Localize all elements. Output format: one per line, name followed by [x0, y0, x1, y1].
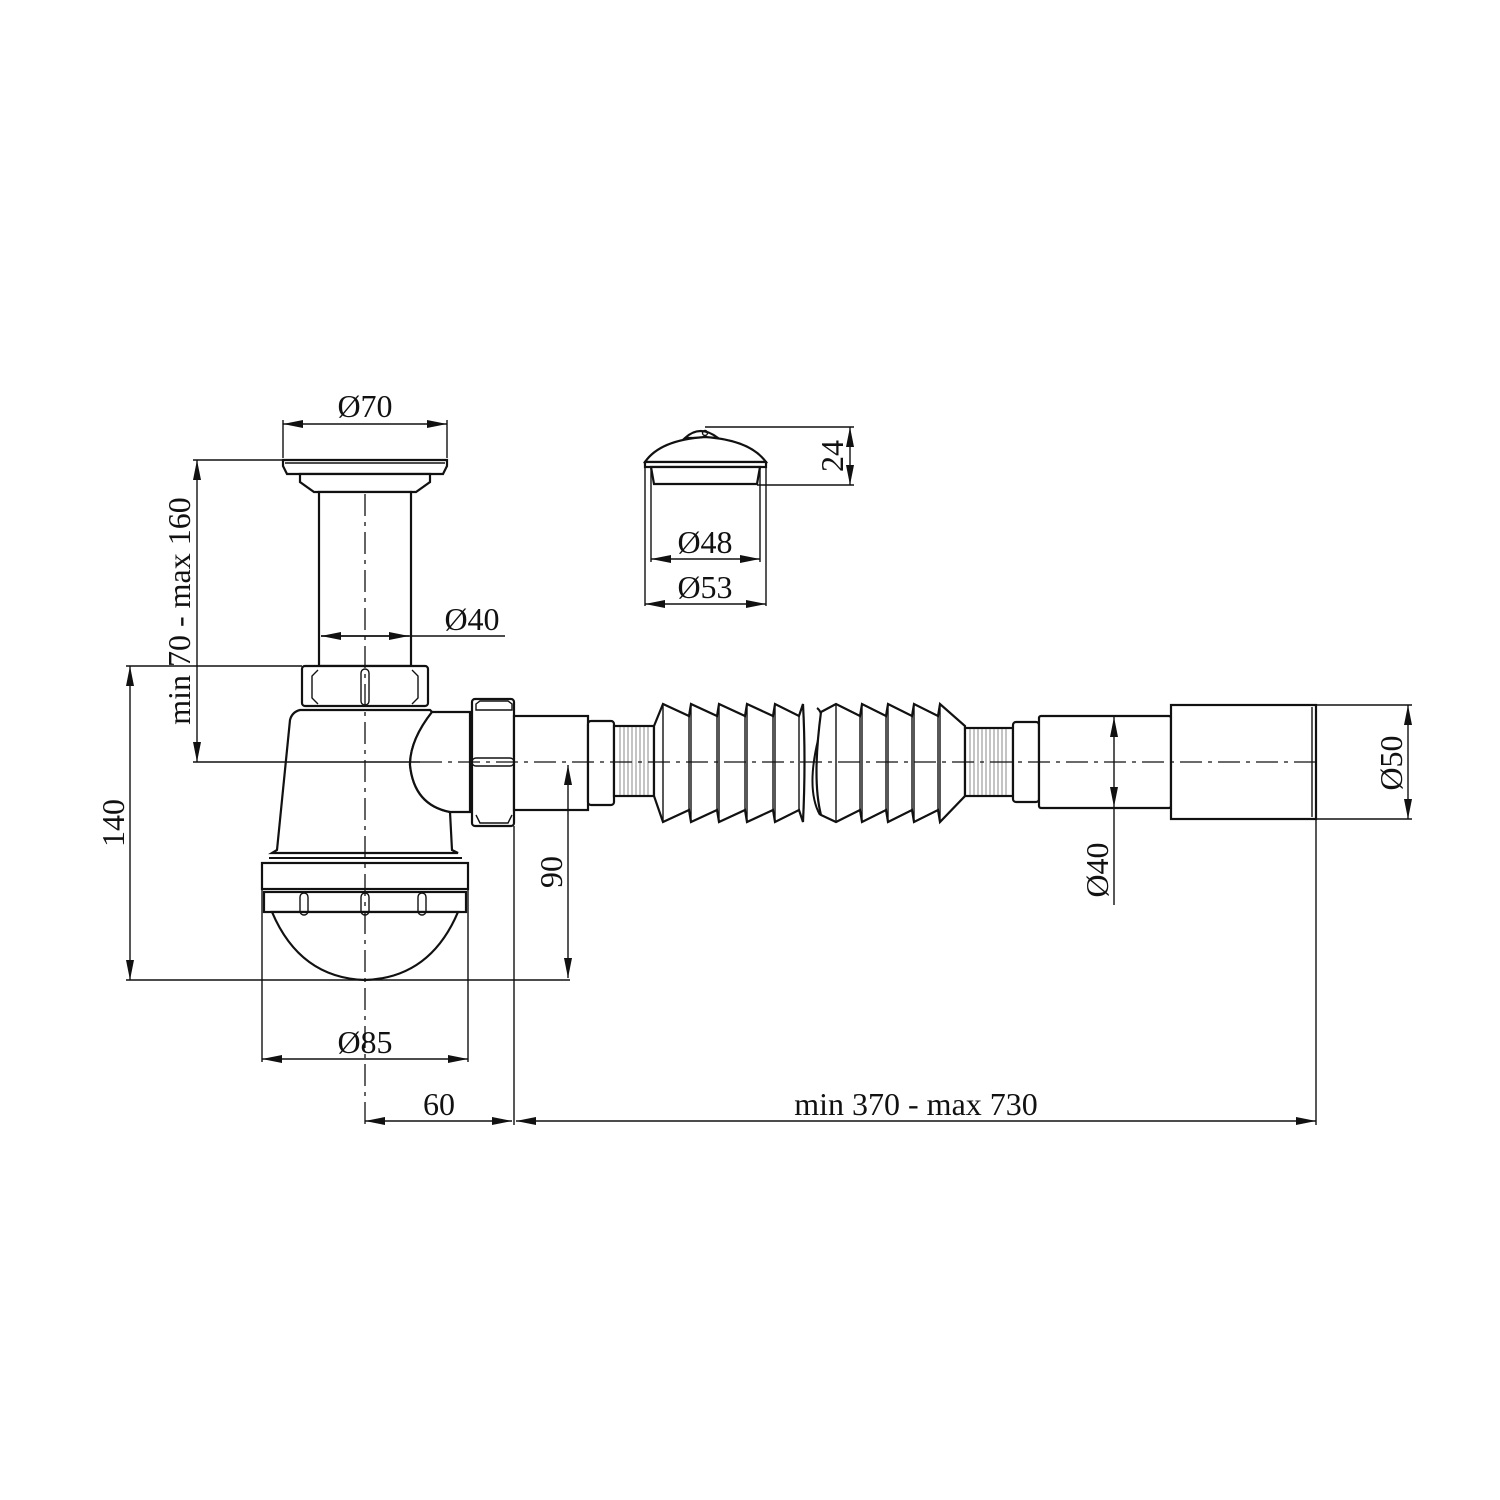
tailpiece-length-label: min 70 - max 160 — [161, 497, 197, 725]
stopper-outer-diameter-label: Ø53 — [677, 569, 732, 605]
stopper-height-label: 24 — [814, 440, 850, 472]
stopper-inner-diameter-label: Ø48 — [677, 524, 732, 560]
dimension-labels: Ø70 Ø40 min 70 - max 160 140 90 Ø85 60 m… — [95, 388, 1409, 1122]
flex-length-label: min 370 - max 730 — [794, 1086, 1038, 1122]
outlet-offset-label: 60 — [423, 1086, 455, 1122]
outlet-height-label: 90 — [533, 856, 569, 888]
tailpiece-diameter-label: Ø40 — [444, 601, 499, 637]
sink-plug-flange — [281, 458, 449, 494]
stopper-plug-detail — [642, 429, 769, 486]
bowl-diameter-label: Ø85 — [337, 1024, 392, 1060]
flex-outer-diameter-label: Ø50 — [1373, 735, 1409, 790]
dimension-lines — [126, 420, 1412, 1125]
plug-diameter-label: Ø70 — [337, 388, 392, 424]
siphon-assembly — [260, 458, 616, 982]
flex-inner-diameter-label: Ø40 — [1079, 842, 1115, 897]
total-height-label: 140 — [95, 799, 131, 847]
center-lines — [364, 494, 1320, 1125]
flexible-corrugated-pipe — [612, 701, 1318, 825]
